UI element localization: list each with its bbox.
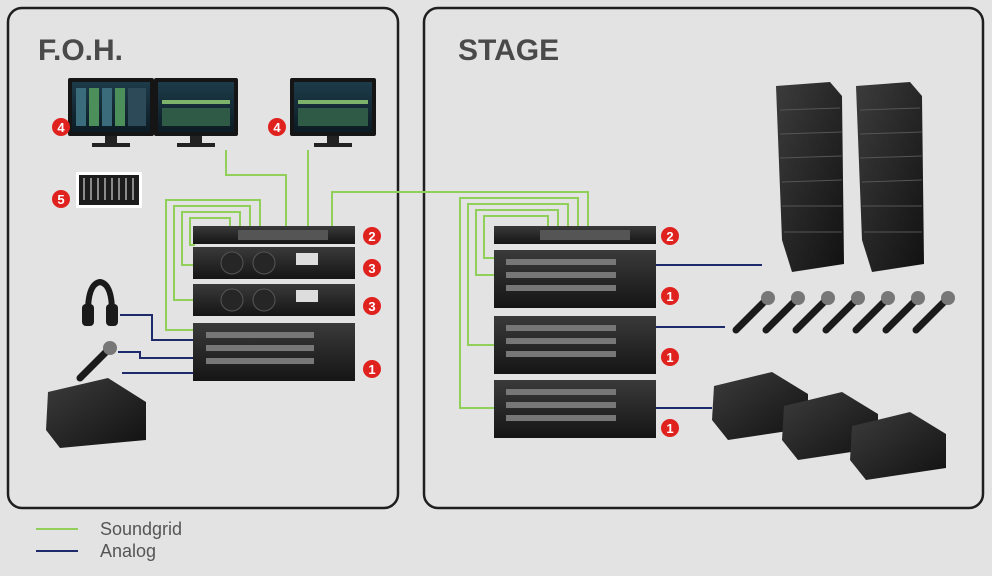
foh-monitor-left (68, 78, 154, 147)
badge-foh-switch: 2 (363, 227, 381, 245)
soundgrid-cables (165, 150, 589, 409)
foh-wedge-monitor (46, 378, 146, 448)
legend: Soundgrid Analog (36, 518, 182, 562)
stage-wedges (712, 372, 946, 480)
legend-swatch-analog (36, 550, 78, 552)
headphones (82, 278, 118, 326)
stage-io-rack-1 (494, 250, 656, 308)
foh-io-rack (193, 323, 355, 381)
svg-text:1: 1 (666, 421, 673, 436)
foh-monitor-right (290, 78, 376, 147)
legend-swatch-soundgrid (36, 528, 78, 530)
foh-title: F.O.H. (38, 34, 123, 67)
badge-foh-io-rack: 1 (363, 360, 381, 378)
stage-microphone (762, 291, 805, 334)
svg-text:5: 5 (57, 192, 64, 207)
badge-stage-io-rack-3: 1 (661, 419, 679, 437)
foh-microphone (76, 341, 117, 382)
badge-stage-switch: 2 (661, 227, 679, 245)
badges: 4 4 5 2 3 3 1 2 1 1 1 (52, 118, 679, 437)
stage-title: STAGE (458, 34, 559, 67)
badge-foh-server-2: 3 (363, 297, 381, 315)
foh-switch (193, 226, 355, 244)
foh-monitor-center (154, 78, 238, 147)
svg-text:4: 4 (273, 120, 281, 135)
stage-microphone (882, 291, 925, 334)
stage-microphone (822, 291, 865, 334)
stage-panel (422, 6, 985, 510)
stage-io-rack-3 (494, 380, 656, 438)
svg-text:2: 2 (368, 229, 375, 244)
stage-microphone (852, 291, 895, 334)
badge-controller: 5 (52, 190, 70, 208)
svg-text:1: 1 (368, 362, 375, 377)
stage-microphone (792, 291, 835, 334)
badge-stage-io-rack-1: 1 (661, 287, 679, 305)
stage-microphone (732, 291, 775, 334)
svg-text:2: 2 (666, 229, 673, 244)
legend-item-analog: Analog (36, 540, 182, 562)
badge-stage-io-rack-2: 1 (661, 348, 679, 366)
line-array-left (776, 82, 844, 272)
foh-panel (6, 6, 400, 510)
foh-server-1 (193, 247, 355, 279)
stage-io-rack-2 (494, 316, 656, 374)
legend-item-soundgrid: Soundgrid (36, 518, 182, 540)
svg-text:3: 3 (368, 261, 375, 276)
stage-switch (494, 226, 656, 244)
fader-controller (76, 172, 142, 208)
legend-label-analog: Analog (100, 540, 157, 561)
stage-microphones (732, 291, 955, 334)
badge-computer-left: 4 (52, 118, 70, 136)
svg-text:1: 1 (666, 289, 673, 304)
svg-text:3: 3 (368, 299, 375, 314)
legend-label-soundgrid: Soundgrid (100, 518, 183, 539)
badge-foh-server-1: 3 (363, 259, 381, 277)
analog-cables (118, 264, 762, 409)
svg-text:1: 1 (666, 350, 673, 365)
badge-computer-right: 4 (268, 118, 286, 136)
stage-wedge-monitor (850, 412, 946, 480)
stage-microphone (912, 291, 955, 334)
svg-text:4: 4 (57, 120, 65, 135)
line-array-right (856, 82, 924, 272)
foh-server-2 (193, 284, 355, 316)
